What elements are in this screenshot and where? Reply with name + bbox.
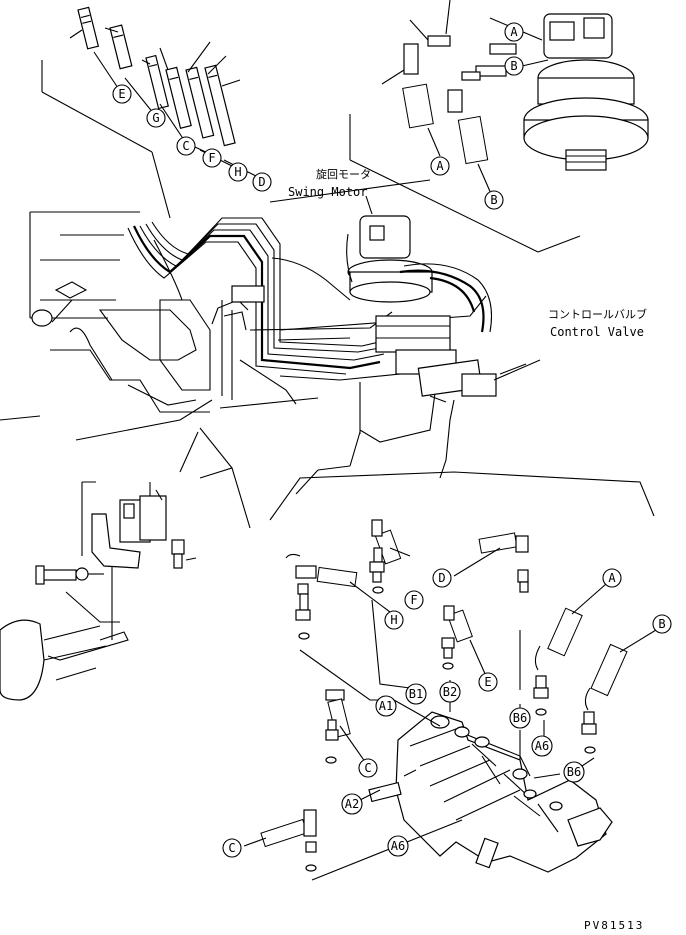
hose-h	[316, 566, 358, 588]
pipe-clamp	[231, 285, 265, 303]
svg-text:A: A	[436, 159, 444, 173]
hose-b	[457, 115, 489, 165]
control-valve-on-machine	[375, 315, 541, 403]
callout-b-swing-1: B	[504, 56, 524, 76]
callout-b2: B2	[439, 681, 461, 703]
svg-text:A6: A6	[391, 839, 405, 853]
hose-b-valve	[590, 643, 628, 697]
svg-text:C: C	[182, 139, 189, 153]
svg-text:A: A	[510, 25, 518, 39]
callout-h-top: H	[228, 162, 248, 182]
callout-a6-upper: A6	[531, 735, 553, 757]
swing-motor-label-jp: 旋回モータ	[316, 167, 371, 181]
callout-c-valve-lower: C	[222, 838, 242, 858]
callout-a1: A1	[375, 695, 397, 717]
svg-text:A1: A1	[379, 699, 393, 713]
swing-motor-label-en: Swing Motor	[288, 185, 367, 199]
fitting	[489, 43, 517, 55]
callout-b6-upper: B6	[509, 707, 531, 729]
svg-text:A: A	[608, 571, 616, 585]
pedal-assembly	[0, 481, 197, 701]
svg-text:F: F	[208, 151, 215, 165]
elbow-fitting	[403, 43, 419, 75]
callout-a-swing-1: A	[504, 22, 524, 42]
swing-motor-port	[583, 17, 605, 39]
valve-fittings	[260, 519, 628, 872]
hose-d	[478, 532, 518, 554]
callout-e-valve: E	[478, 672, 498, 692]
svg-text:D: D	[258, 175, 265, 189]
control-valve-detail	[368, 711, 613, 873]
svg-text:D: D	[438, 571, 445, 585]
callout-a6-lower: A6	[387, 835, 409, 857]
callout-f-valve: F	[404, 590, 424, 610]
svg-text:B1: B1	[409, 687, 423, 701]
callout-a-valve: A	[602, 568, 622, 588]
hose-fitting	[109, 24, 133, 70]
pedal-knob	[0, 619, 45, 701]
fitting	[427, 35, 451, 47]
callout-c-valve-upper: C	[358, 758, 378, 778]
control-valve-label-jp: コントロールバルブ	[548, 307, 647, 321]
svg-text:B: B	[658, 617, 665, 631]
hose-a	[402, 83, 434, 129]
callout-c-top: C	[176, 136, 196, 156]
hose-fitting	[165, 66, 192, 129]
hose-a-valve	[547, 607, 583, 657]
callout-b1: B1	[405, 683, 427, 705]
pipe-bundle	[127, 217, 487, 375]
svg-text:H: H	[390, 613, 397, 627]
svg-text:E: E	[484, 675, 491, 689]
hose-fitting	[204, 64, 236, 147]
swing-motor-pinion	[565, 149, 607, 171]
callout-h-valve: H	[384, 610, 404, 630]
svg-text:E: E	[118, 87, 125, 101]
svg-text:B: B	[510, 59, 517, 73]
svg-text:F: F	[410, 593, 417, 607]
hose-fitting	[185, 66, 215, 139]
elbow-fitting	[447, 89, 463, 113]
swing-motor-on-machine	[271, 195, 493, 333]
callout-a2: A2	[341, 793, 363, 815]
callout-d-top: D	[252, 172, 272, 192]
svg-text:B6: B6	[567, 765, 581, 779]
svg-text:A2: A2	[345, 797, 359, 811]
svg-text:G: G	[152, 111, 159, 125]
callouts: E G C F H D A B A B F D A H E B A1 B1 B2…	[112, 22, 672, 858]
svg-text:C: C	[364, 761, 371, 775]
callout-d-valve: D	[432, 568, 452, 588]
control-valve-label-en: Control Valve	[550, 325, 644, 339]
svg-text:A6: A6	[535, 739, 549, 753]
callout-a-swing-2: A	[430, 156, 450, 176]
callout-e-top: E	[112, 84, 132, 104]
bolt	[41, 569, 77, 581]
swing-motor-detail	[381, 0, 649, 197]
svg-text:H: H	[234, 165, 241, 179]
callout-b6-lower: B6	[563, 761, 585, 783]
hose-c-lower	[260, 818, 308, 848]
callout-b-swing-2: B	[484, 190, 504, 210]
svg-text:B2: B2	[443, 685, 457, 699]
hose-fitting	[77, 6, 100, 50]
svg-text:C: C	[228, 841, 235, 855]
callout-g-top: G	[146, 108, 166, 128]
svg-text:B6: B6	[513, 711, 527, 725]
swing-motor-port	[549, 21, 575, 41]
fitting	[461, 71, 481, 81]
hose-fitting	[145, 54, 170, 110]
loose-hoses-group	[69, 6, 261, 179]
valve-body	[375, 315, 451, 353]
drawing-code: PV81513	[584, 919, 644, 932]
svg-text:B: B	[490, 193, 497, 207]
callout-b-valve: B	[652, 614, 672, 634]
callout-f-top: F	[202, 148, 222, 168]
cap	[31, 309, 53, 327]
elbow-fitting	[295, 565, 317, 579]
